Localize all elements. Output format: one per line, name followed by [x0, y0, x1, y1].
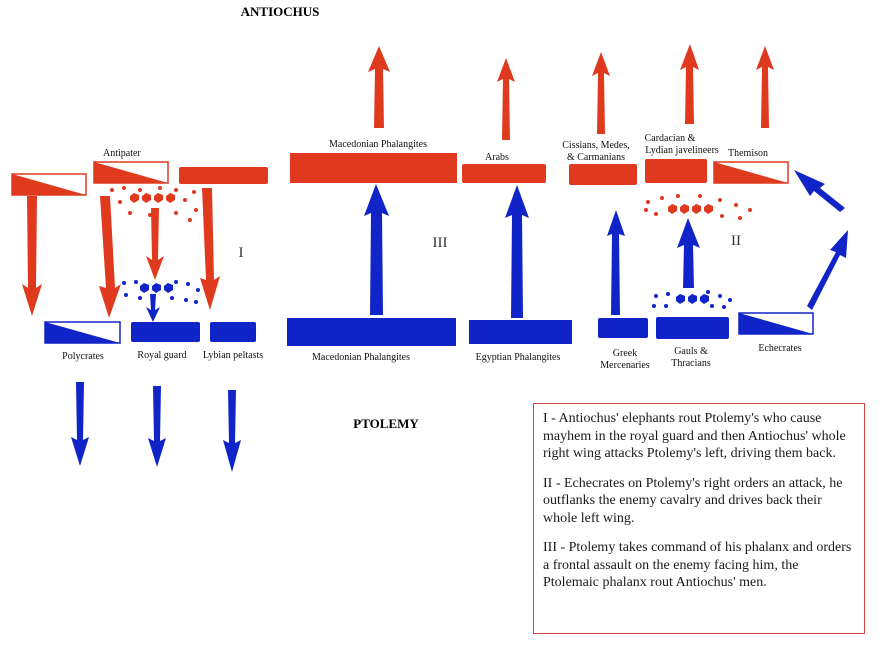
- greek-label-line1: Greek: [613, 348, 637, 359]
- antiochus-left-cavalry: [11, 173, 87, 196]
- cardacian-label-line1: Cardacian &: [645, 133, 696, 144]
- lybian-peltasts-label: Lybian peltasts: [203, 350, 263, 361]
- arabs-label: Arabs: [485, 152, 509, 163]
- ptolemy-title: PTOLEMY: [353, 416, 419, 431]
- cissians-label-line2: & Carmanians: [567, 152, 625, 163]
- arabs-unit: [462, 164, 546, 183]
- antiochus-retreat-arrows: [368, 44, 774, 140]
- egyptian-label: Egyptian Phalangites: [476, 352, 561, 363]
- lybian-peltasts-unit: [210, 322, 256, 342]
- greek-mercenaries-unit: [598, 318, 648, 338]
- antipater-label: Antipater: [103, 148, 141, 159]
- echecrates-label: Echecrates: [758, 343, 801, 354]
- gauls-label-line2: Thracians: [671, 358, 711, 369]
- antiochus-macedonian-phalanx: [290, 153, 457, 183]
- ptolemy-elephants-right: [652, 290, 732, 309]
- antiochus-elephants-right: [644, 194, 752, 220]
- antiochus-elephants: [110, 186, 198, 222]
- sector-two-label: II: [731, 233, 741, 249]
- gauls-label-line1: Gauls &: [674, 346, 708, 357]
- antiochus-attack-arrows: [22, 188, 220, 318]
- polycrates-unit: [44, 321, 121, 344]
- ptolemy-macedonian-phalanx: [287, 318, 456, 346]
- ptolemy-advance-arrows: [146, 170, 848, 322]
- legend-box: I - Antiochus' elephants rout Ptolemy's …: [533, 403, 865, 634]
- legend-item-three: III - Ptolemy takes command of his phala…: [543, 540, 852, 590]
- polycrates-label: Polycrates: [62, 351, 104, 362]
- egyptian-phalanx: [469, 320, 572, 344]
- sector-one-label: I: [239, 245, 244, 261]
- royal-guard-unit: [131, 322, 200, 342]
- antiochus-macedonian-label: Macedonian Phalangites: [329, 139, 427, 150]
- themison-label: Themison: [728, 148, 768, 159]
- legend-item-two: II - Echecrates on Ptolemy's right order…: [543, 475, 843, 526]
- cardacian-label-line2: Lydian javelineers: [645, 145, 719, 156]
- ptolemy-elephants: [122, 280, 200, 304]
- antiochus-title: ANTIOCHUS: [241, 4, 320, 19]
- legend-item-one: I - Antiochus' elephants rout Ptolemy's …: [543, 411, 846, 461]
- ptolemy-retreat-arrows: [71, 382, 241, 472]
- echecrates-unit: [738, 312, 814, 335]
- cissians-unit: [569, 164, 637, 185]
- antipater-unit: [93, 161, 169, 184]
- greek-label-line2: Mercenaries: [600, 360, 650, 371]
- royal-guard-label: Royal guard: [137, 350, 186, 361]
- themison-unit: [713, 161, 789, 184]
- cissians-label-line1: Cissians, Medes,: [562, 140, 630, 151]
- ptolemy-macedonian-label: Macedonian Phalangites: [312, 352, 410, 363]
- sector-three-label: III: [433, 235, 448, 251]
- gauls-thracians-unit: [656, 317, 729, 339]
- cardacian-unit: [645, 159, 707, 183]
- antiochus-right-wing-unit: [179, 167, 268, 184]
